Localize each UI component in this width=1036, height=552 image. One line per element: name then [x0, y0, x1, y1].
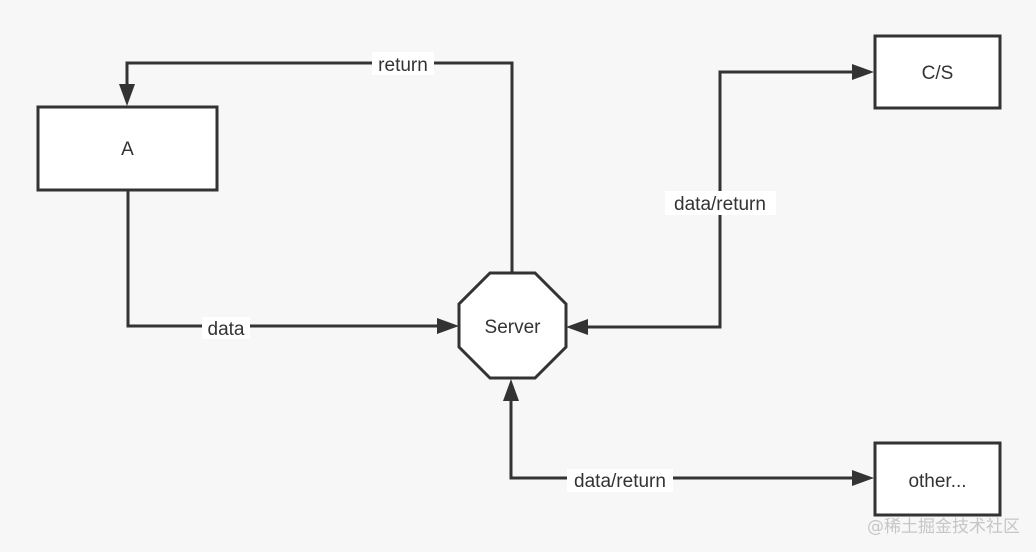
- label-bg-data: [202, 317, 250, 339]
- edge-label-data: data: [208, 319, 245, 340]
- node-cs-box: [873, 34, 1002, 110]
- edge-server-other-line: [509, 401, 852, 480]
- node-other-box: [873, 441, 1002, 517]
- edge-label-data-return-bottom: data/return: [574, 471, 666, 492]
- node-a-label: A: [121, 139, 134, 160]
- edge-label-data-return-right: data/return: [674, 194, 766, 215]
- node-cs-label: C/S: [922, 63, 954, 84]
- label-bg-data-return-bottom: [567, 469, 673, 492]
- node-server-label: Server: [485, 317, 542, 338]
- arrowhead-into-server-left-icon: [437, 318, 459, 334]
- watermark-text: @稀土掘金技术社区: [867, 517, 1020, 537]
- label-bg-data-return-right: [665, 191, 776, 215]
- node-server-octagon: [457, 271, 568, 380]
- edge-label-return: return: [378, 55, 428, 76]
- edge-return-line: [125, 61, 514, 273]
- arrowhead-into-server-bottom-icon: [503, 379, 519, 401]
- arrowhead-into-other-icon: [852, 470, 874, 486]
- arrowhead-into-cs-icon: [852, 64, 874, 80]
- arrowhead-into-a-icon: [119, 84, 135, 106]
- node-other-label: other...: [908, 471, 966, 492]
- node-a-box: [36, 105, 219, 192]
- label-bg-return: [372, 52, 434, 75]
- edge-data-line: [126, 190, 437, 328]
- arrowhead-into-server-right-icon: [566, 319, 588, 335]
